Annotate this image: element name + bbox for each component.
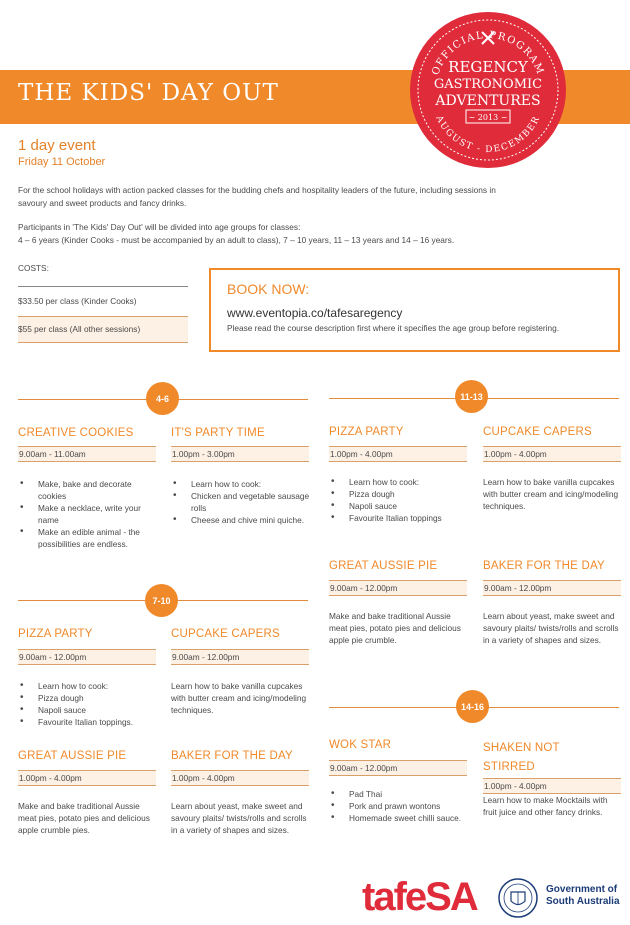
book-now-heading: BOOK NOW: bbox=[227, 281, 310, 297]
seal-year: ~ 2013 ~ bbox=[469, 113, 508, 122]
age-groups-line1: Participants in 'The Kids' Day Out' will… bbox=[18, 222, 301, 232]
class-time: 9.00am - 11.00am bbox=[18, 446, 156, 462]
coat-of-arms-icon bbox=[498, 878, 538, 918]
list-item: Pizza dough bbox=[18, 692, 158, 704]
page-title: THE KIDS' DAY OUT bbox=[18, 80, 279, 106]
class-title: PIZZA PARTY bbox=[18, 628, 93, 640]
class-description: Make and bake traditional Aussie meat pi… bbox=[329, 611, 461, 645]
class-title-line: STIRRED bbox=[483, 761, 535, 773]
class-details: Pad Thai Pork and prawn wontons Homemade… bbox=[329, 788, 469, 824]
book-now-box bbox=[209, 268, 620, 352]
list-item: Favourite Italian toppings. bbox=[18, 716, 158, 728]
intro-paragraph: For the school holidays with action pack… bbox=[18, 185, 496, 208]
list-item: Homemade sweet chilli sauce. bbox=[329, 812, 469, 824]
cost-item: $33.50 per class (Kinder Cooks) bbox=[18, 296, 137, 306]
list-item: Favourite Italian toppings bbox=[329, 512, 469, 524]
booking-link[interactable]: www.eventopia.co/tafesaregency bbox=[227, 306, 403, 320]
gov-line2: South Australia bbox=[546, 896, 620, 907]
class-title: CUPCAKE CAPERS bbox=[483, 426, 592, 438]
class-time: 9.00am - 12.00pm bbox=[18, 649, 156, 665]
class-title: CUPCAKE CAPERS bbox=[171, 628, 280, 640]
class-title: CREATIVE COOKIES bbox=[18, 427, 134, 439]
age-badge-14-16: 14-16 bbox=[456, 690, 489, 723]
list-item: Napoli sauce bbox=[18, 704, 158, 716]
event-date: Friday 11 October bbox=[18, 156, 106, 168]
class-description: Learn about yeast, make sweet and savour… bbox=[483, 611, 619, 645]
class-time: 9.00am - 12.00pm bbox=[483, 580, 621, 596]
class-time: 9.00am - 12.00pm bbox=[329, 760, 467, 776]
list-item: Make a necklace, write your name bbox=[18, 502, 158, 526]
booking-note: Please read the course description first… bbox=[227, 323, 560, 333]
list-item: Make, bake and decorate cookies bbox=[18, 478, 158, 502]
class-title: SHAKEN NOT STIRRED bbox=[483, 739, 560, 777]
class-description: Learn how to bake vanilla cupcakes with … bbox=[171, 681, 307, 715]
class-time: 1.00pm - 4.00pm bbox=[483, 778, 621, 794]
class-time: 1.00pm - 4.00pm bbox=[329, 446, 467, 462]
class-time: 1.00pm - 4.00pm bbox=[18, 770, 156, 786]
list-item: Napoli sauce bbox=[329, 500, 469, 512]
seal-line1: REGENCY bbox=[448, 58, 529, 76]
gov-line1: Government of bbox=[546, 884, 618, 895]
event-title: 1 day event bbox=[18, 137, 96, 154]
class-description: Learn about yeast, make sweet and savour… bbox=[171, 801, 307, 835]
class-time: 1.00pm - 4.00pm bbox=[171, 770, 309, 786]
class-title: WOK STAR bbox=[329, 739, 392, 751]
class-description: Learn how to bake vanilla cupcakes with … bbox=[483, 477, 619, 511]
list-item: Make an edible animal - the possibilitie… bbox=[18, 526, 158, 550]
seal-line3: ADVENTURES bbox=[434, 93, 540, 109]
class-title: BAKER FOR THE DAY bbox=[171, 750, 293, 762]
list-item: Learn how to cook: bbox=[18, 680, 158, 692]
age-groups-paragraph: Participants in 'The Kids' Day Out' will… bbox=[18, 221, 618, 247]
list-item: Pizza dough bbox=[329, 488, 469, 500]
class-time: 1.00pm - 3.00pm bbox=[171, 446, 309, 462]
fork-knife-icon bbox=[481, 31, 495, 45]
class-details: Learn how to cook: Pizza dough Napoli sa… bbox=[329, 476, 469, 524]
regency-seal: OFFICIAL PROGRAM REGENCY GASTRONOMIC ADV… bbox=[410, 12, 566, 168]
divider bbox=[18, 286, 188, 287]
class-title: PIZZA PARTY bbox=[329, 426, 404, 438]
age-badge-11-13: 11-13 bbox=[455, 380, 488, 413]
costs-label: COSTS: bbox=[18, 263, 49, 273]
list-item: Chicken and vegetable sausage rolls bbox=[171, 490, 311, 514]
class-details: Make, bake and decorate cookies Make a n… bbox=[18, 478, 158, 550]
age-badge-4-6: 4-6 bbox=[146, 382, 179, 415]
list-item: Learn how to cook: bbox=[329, 476, 469, 488]
class-title-line: SHAKEN NOT bbox=[483, 742, 560, 754]
list-item: Pork and prawn wontons bbox=[329, 800, 469, 812]
age-groups-line2: 4 – 6 years (Kinder Cooks - must be acco… bbox=[18, 235, 455, 245]
class-time: 1.00pm - 4.00pm bbox=[483, 446, 621, 462]
list-item: Cheese and chive mini quiche. bbox=[171, 514, 311, 526]
class-title: GREAT AUSSIE PIE bbox=[329, 560, 438, 572]
class-details: Learn how to cook: Pizza dough Napoli sa… bbox=[18, 680, 158, 728]
class-time: 9.00am - 12.00pm bbox=[171, 649, 309, 665]
class-description: Make and bake traditional Aussie meat pi… bbox=[18, 801, 150, 835]
list-item: Learn how to cook: bbox=[171, 478, 311, 490]
tafesa-logo: tafeSA bbox=[362, 875, 479, 919]
class-title: GREAT AUSSIE PIE bbox=[18, 750, 127, 762]
cost-item: $55 per class (All other sessions) bbox=[18, 316, 188, 343]
class-description: Learn how to make Mocktails with fruit j… bbox=[483, 795, 608, 817]
list-item: Pad Thai bbox=[329, 788, 469, 800]
class-time: 9.00am - 12.00pm bbox=[329, 580, 467, 596]
class-details: Learn how to cook: Chicken and vegetable… bbox=[171, 478, 311, 526]
age-badge-7-10: 7-10 bbox=[145, 584, 178, 617]
seal-line2: GASTRONOMIC bbox=[434, 77, 542, 92]
class-title: BAKER FOR THE DAY bbox=[483, 560, 605, 572]
government-logo-text: Government of South Australia bbox=[546, 884, 620, 908]
class-title: IT'S PARTY TIME bbox=[171, 427, 265, 439]
